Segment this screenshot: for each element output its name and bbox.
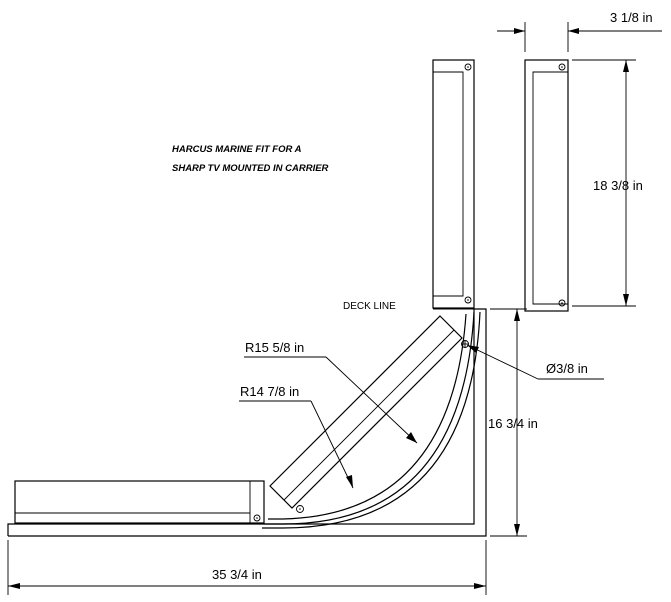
dimension-radius-inner: R14 7/8 in xyxy=(239,384,354,489)
note-line-1: HARCUS MARINE FIT FOR A xyxy=(172,144,302,155)
dimension-height-base: 16 3/4 in xyxy=(488,308,538,537)
dimension-height-top: 18 3/8 in xyxy=(572,59,643,307)
tv-upright-front-view xyxy=(432,59,475,309)
deck-line: DECK LINE xyxy=(343,301,486,312)
deck-line-label: DECK LINE xyxy=(343,301,396,312)
dimension-hole-label: Ø3/8 in xyxy=(546,361,588,376)
tv-upright-side-view xyxy=(524,59,569,312)
dimension-height-base-label: 16 3/4 in xyxy=(488,416,538,431)
dimension-width-base-label: 35 3/4 in xyxy=(212,567,262,582)
dimension-radius-outer: R15 5/8 in xyxy=(244,340,418,444)
dimension-radius-inner-label: R14 7/8 in xyxy=(240,384,299,399)
dimension-width-base: 35 3/4 in xyxy=(7,540,487,595)
curved-track xyxy=(262,311,481,529)
dimension-width-top: 3 1/8 in xyxy=(497,10,662,52)
dimension-height-top-label: 18 3/8 in xyxy=(593,178,643,193)
dimension-radius-outer-label: R15 5/8 in xyxy=(245,340,304,355)
tv-tilted xyxy=(269,315,469,513)
dimension-width-top-label: 3 1/8 in xyxy=(610,10,653,25)
dimension-hole: Ø3/8 in xyxy=(466,344,604,380)
note-line-2: SHARP TV MOUNTED IN CARRIER xyxy=(172,163,329,174)
